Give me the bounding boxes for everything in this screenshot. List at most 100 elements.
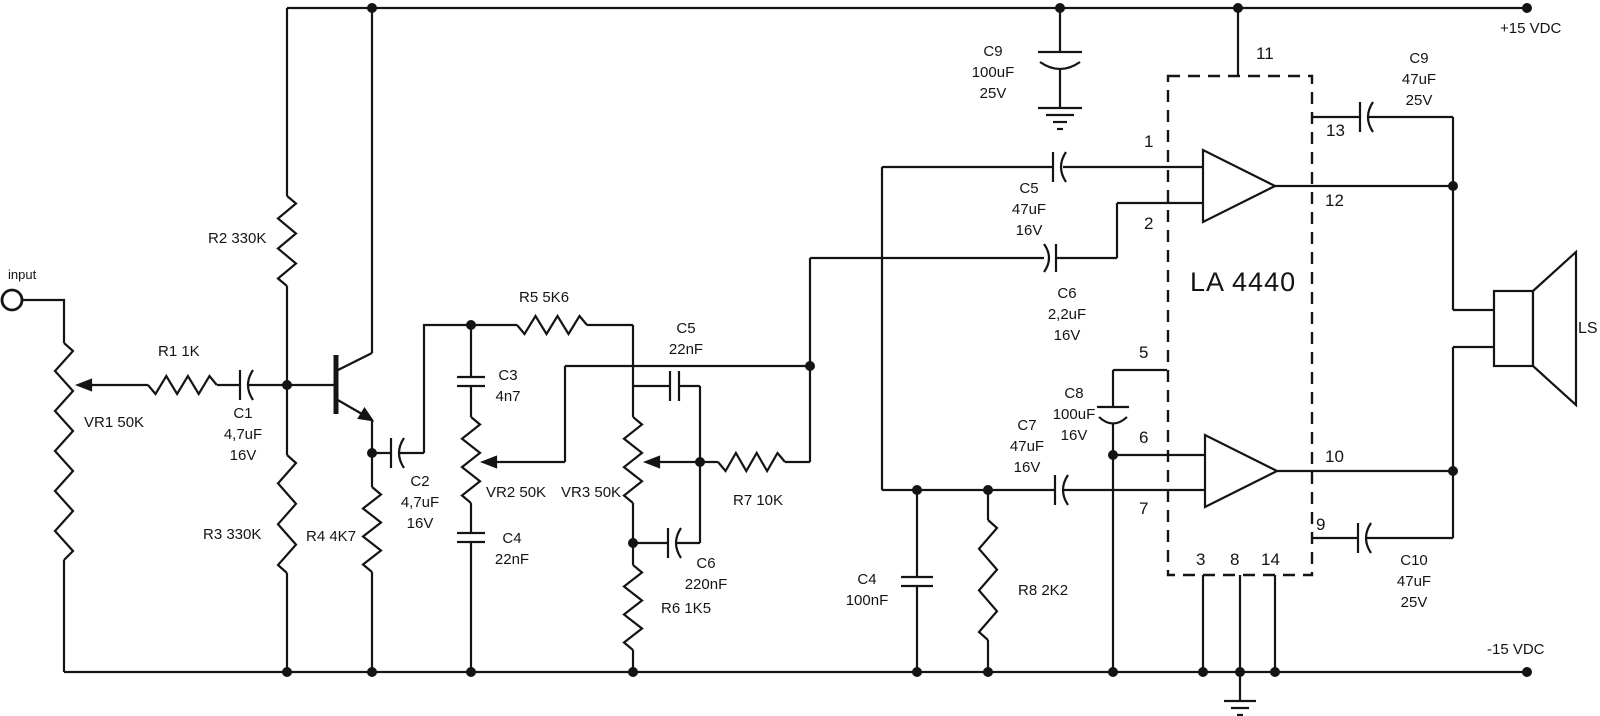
positive-rail-label: +15 VDC bbox=[1500, 20, 1562, 37]
c10-value: 47uF bbox=[1396, 573, 1432, 590]
resistor-r7 bbox=[700, 256, 1044, 474]
label-c9-100uf: C9 100uF 25V bbox=[965, 41, 1021, 104]
potentiometer-vr2 bbox=[460, 416, 482, 504]
capacitor-c5-22nf bbox=[633, 371, 702, 543]
label-c8: C8 100uF 16V bbox=[1046, 383, 1102, 446]
resistor-r2 bbox=[276, 195, 298, 287]
resistor-r1 bbox=[147, 373, 218, 397]
capacitor-c10 bbox=[1312, 471, 1455, 554]
resistor-r4 bbox=[361, 453, 383, 672]
c3-name: C3 bbox=[498, 367, 518, 384]
label-c5-47uf: C5 47uF 16V bbox=[1001, 178, 1057, 241]
c7-value: 47uF bbox=[1009, 438, 1045, 455]
amplifier-2-icon bbox=[1203, 433, 1280, 509]
c5-right-value: 47uF bbox=[1011, 201, 1047, 218]
tone-column-vr3 bbox=[622, 416, 700, 672]
label-vr3: VR3 50K bbox=[561, 484, 622, 501]
input-jack-icon bbox=[0, 288, 24, 312]
pin-label-13: 13 bbox=[1326, 121, 1345, 140]
c9-right-value: 47uF bbox=[1401, 71, 1437, 88]
c9-top-value: 100uF bbox=[971, 64, 1015, 81]
c7-name: C7 bbox=[1017, 417, 1037, 434]
c9-top-voltage: 25V bbox=[979, 85, 1007, 102]
potentiometer-vr3 bbox=[622, 416, 644, 504]
label-c6-2u2: C6 2,2uF 16V bbox=[1039, 283, 1095, 346]
label-c10: C10 47uF 25V bbox=[1386, 550, 1442, 613]
c5-right-name: C5 bbox=[1019, 180, 1039, 197]
label-c7: C7 47uF 16V bbox=[999, 415, 1055, 478]
c6-left-value: 220nF bbox=[684, 576, 728, 593]
c6-left-name: C6 bbox=[696, 555, 716, 572]
resistor-r6 bbox=[622, 564, 644, 651]
transistor-npn bbox=[287, 8, 375, 453]
c3-value: 4n7 bbox=[495, 388, 521, 405]
c6-right-value: 2,2uF bbox=[1047, 306, 1087, 323]
c10-voltage: 25V bbox=[1400, 594, 1428, 611]
resistor-r8 bbox=[977, 490, 999, 672]
pin-label-3: 3 bbox=[1196, 550, 1206, 569]
label-c3: C3 4n7 bbox=[480, 365, 536, 407]
label-c4-22nf: C4 22nF bbox=[484, 528, 540, 570]
wiper-arrow-icon bbox=[74, 378, 93, 392]
ic-outline bbox=[1166, 74, 1314, 577]
input-label: input bbox=[8, 267, 37, 282]
label-r8: R8 2K2 bbox=[1018, 582, 1069, 599]
input-tap-net bbox=[880, 165, 1055, 492]
c2-name: C2 bbox=[410, 473, 430, 490]
label-c1: C1 4,7uF 16V bbox=[215, 403, 271, 466]
capacitor-c2 bbox=[372, 323, 517, 469]
c9-right-name: C9 bbox=[1409, 50, 1429, 67]
resistor-r3 bbox=[276, 454, 298, 574]
pin-label-6: 6 bbox=[1139, 428, 1149, 447]
c5-left-value: 22nF bbox=[668, 341, 704, 358]
capacitor-c5-47uf bbox=[1051, 151, 1203, 183]
pin-label-9: 9 bbox=[1316, 515, 1326, 534]
speaker-body-icon bbox=[1492, 289, 1535, 368]
pin-label-8: 8 bbox=[1230, 550, 1240, 569]
label-r4: R4 4K7 bbox=[306, 528, 357, 545]
label-c2: C2 4,7uF 16V bbox=[392, 471, 448, 534]
speaker-cone-icon bbox=[1531, 249, 1578, 408]
label-r1: R1 1K bbox=[158, 343, 200, 360]
negative-rail-label: -15 VDC bbox=[1487, 641, 1545, 658]
ground-icon bbox=[1224, 672, 1256, 716]
label-r3: R3 330K bbox=[203, 526, 262, 543]
label-vr1: VR1 50K bbox=[84, 414, 145, 431]
c9-top-name: C9 bbox=[983, 43, 1003, 60]
potentiometer-vr1 bbox=[53, 342, 148, 672]
junction-dots bbox=[282, 3, 1532, 677]
pin-label-7: 7 bbox=[1139, 499, 1149, 518]
c9-right-voltage: 25V bbox=[1405, 92, 1433, 109]
capacitor-c1 bbox=[217, 369, 287, 401]
pin-label-10: 10 bbox=[1325, 447, 1344, 466]
pin-label-2: 2 bbox=[1144, 214, 1154, 233]
label-c6-220nf: C6 220nF bbox=[678, 553, 734, 595]
capacitor-c9-47uf bbox=[1312, 101, 1455, 186]
c8-voltage: 16V bbox=[1060, 427, 1088, 444]
c4-right-name: C4 bbox=[857, 571, 877, 588]
resistor-r5 bbox=[516, 313, 635, 417]
tone-column-vr2 bbox=[457, 325, 810, 672]
capacitor-c8 bbox=[1097, 368, 1205, 672]
label-r6: R6 1K5 bbox=[661, 600, 712, 617]
capacitor-c7 bbox=[1053, 474, 1205, 506]
amplifier-1-icon bbox=[1201, 148, 1278, 224]
c4-left-value: 22nF bbox=[494, 551, 530, 568]
pin-label-14: 14 bbox=[1261, 550, 1280, 569]
speaker bbox=[1451, 186, 1578, 471]
emitter-arrow-icon bbox=[357, 406, 375, 422]
label-r2: R2 330K bbox=[208, 230, 267, 247]
capacitor-c6-2u2 bbox=[1043, 201, 1203, 273]
c1-voltage: 16V bbox=[229, 447, 257, 464]
c8-value: 100uF bbox=[1052, 406, 1096, 423]
c5-left-name: C5 bbox=[676, 320, 696, 337]
label-vr2: VR2 50K bbox=[486, 484, 547, 501]
pin-label-12: 12 bbox=[1325, 191, 1344, 210]
c6-right-voltage: 16V bbox=[1053, 327, 1081, 344]
c10-name: C10 bbox=[1400, 552, 1428, 569]
label-r5: R5 5K6 bbox=[519, 289, 570, 306]
c4-left-name: C4 bbox=[502, 530, 522, 547]
capacitor-c9-100uf bbox=[1038, 8, 1082, 131]
